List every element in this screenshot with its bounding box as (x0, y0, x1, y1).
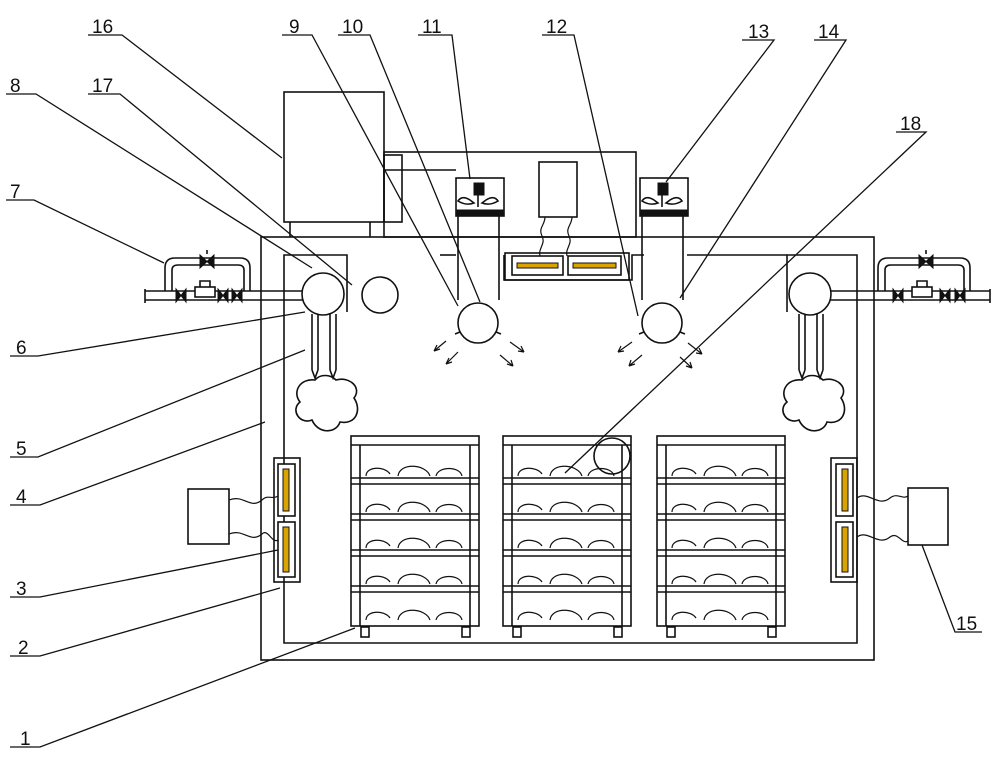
right-humidifier (782, 272, 846, 432)
label-6: 6 (16, 338, 27, 359)
left-side-heater (273, 457, 301, 583)
drying-rack-left (350, 435, 480, 638)
label-14: 14 (818, 22, 840, 43)
right-fan-assembly (638, 177, 689, 344)
label-3: 3 (16, 579, 27, 600)
label-10: 10 (342, 17, 363, 38)
chamber-outer-wall (260, 236, 875, 661)
label-17: 17 (92, 76, 113, 97)
right-side-heater (830, 457, 858, 583)
label-8: 8 (10, 76, 21, 97)
label-2: 2 (18, 638, 29, 659)
left-fan-assembly (454, 177, 505, 344)
label-18: 18 (900, 114, 921, 135)
label-9: 9 (289, 17, 300, 38)
detail-circle (593, 437, 631, 475)
label-12: 12 (546, 17, 567, 38)
right-water-pipe (830, 250, 991, 304)
part-labels: 1 2 3 4 5 6 7 8 9 10 11 12 13 14 15 16 1… (10, 17, 977, 750)
leader-lines (6, 34, 982, 748)
left-water-pipe (144, 250, 303, 304)
airflow-arrows (433, 340, 703, 369)
label-13: 13 (748, 22, 769, 43)
chamber-inner-wall (283, 254, 858, 644)
left-humidifier (295, 272, 359, 432)
label-4: 4 (16, 487, 27, 508)
label-5: 5 (16, 439, 27, 460)
drying-rack-middle (502, 435, 632, 638)
left-power-box (187, 488, 279, 545)
label-7: 7 (10, 182, 21, 203)
label-1: 1 (20, 729, 31, 750)
drying-rack-right (656, 435, 786, 638)
top-heater (504, 161, 630, 281)
right-power-box (856, 487, 949, 546)
control-box (283, 91, 637, 238)
sensor-circle (361, 276, 399, 314)
label-11: 11 (422, 17, 442, 38)
label-16: 16 (92, 17, 113, 38)
label-15: 15 (956, 614, 977, 635)
